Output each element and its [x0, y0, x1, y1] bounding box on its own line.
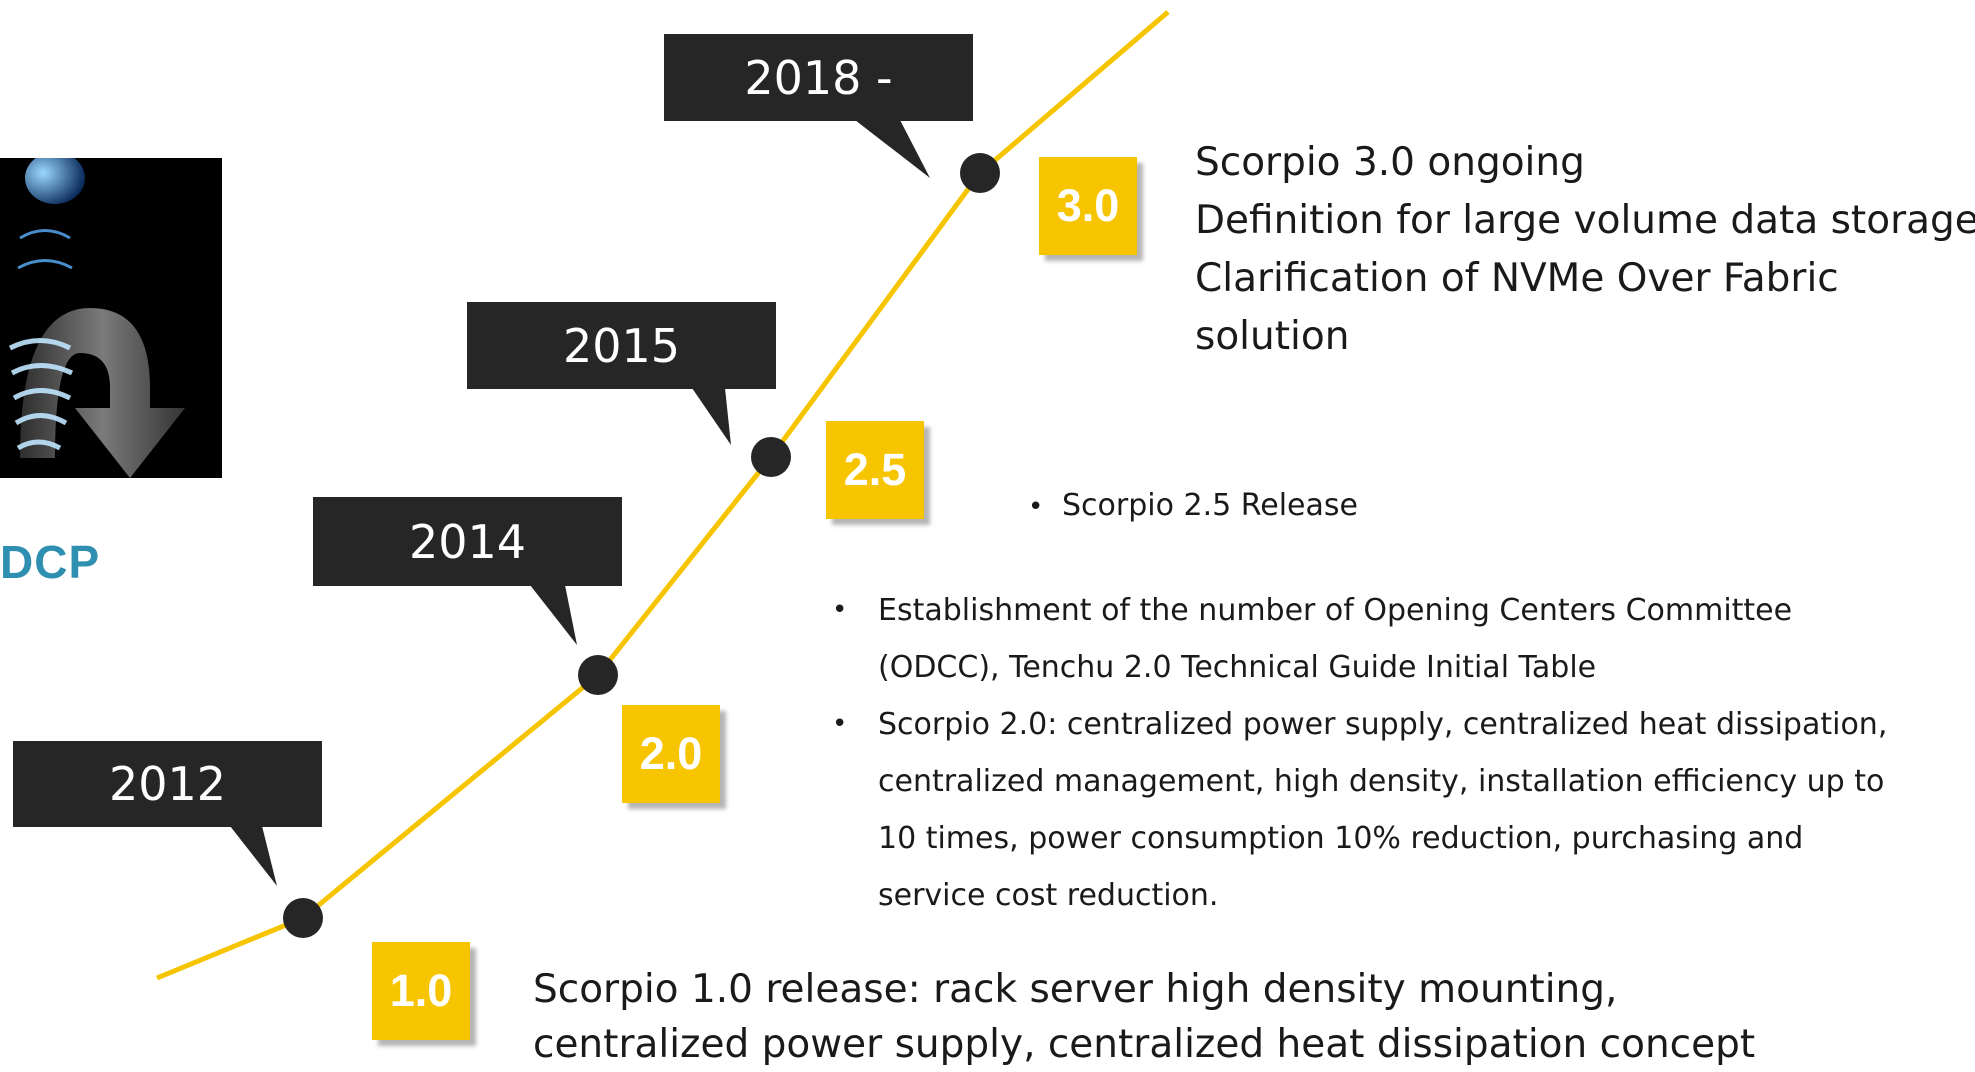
list-item: • Scorpio 2.0: centralized power supply,…	[832, 696, 1912, 924]
milestone-dot-2014	[578, 655, 618, 695]
logo-image	[0, 158, 222, 478]
version-badge-2-5: 2.5	[826, 421, 924, 519]
description-line: Clarification of NVMe Over Fabric	[1195, 256, 1839, 301]
version-badge-1-0: 1.0	[372, 942, 470, 1040]
milestone-dot-2015	[751, 437, 791, 477]
description-2-5: • Scorpio 2.5 Release	[1028, 488, 1358, 523]
bullet: •	[1028, 492, 1044, 522]
version-badge-3-0: 3.0	[1039, 157, 1137, 255]
milestone-dot-2012	[283, 898, 323, 938]
callout-tail-2012	[230, 826, 277, 886]
timeline-path	[156, 10, 1170, 981]
description-line: Scorpio 2.5 Release	[1062, 488, 1358, 523]
year-callout-2012: 2012	[13, 741, 322, 827]
callout-tail-2018	[855, 120, 930, 178]
description-3-0: Scorpio 3.0 ongoing Definition for large…	[1195, 134, 1975, 366]
bullet: •	[832, 595, 848, 625]
description-line: Scorpio 1.0 release: rack server high de…	[533, 967, 1618, 1012]
description-line: Definition for large volume data storage	[1195, 198, 1975, 243]
description-line: centralized power supply, centralized he…	[533, 1022, 1756, 1067]
description-2-0: • Establishment of the number of Opening…	[832, 582, 1912, 924]
list-item-text: Scorpio 2.0: centralized power supply, c…	[878, 707, 1888, 913]
year-callout-2014: 2014	[313, 497, 622, 586]
arrow-logo-icon	[8, 158, 185, 478]
callout-tail-2015	[692, 388, 731, 445]
year-callout-2015: 2015	[467, 302, 776, 389]
year-callout-2018: 2018 -	[664, 34, 973, 121]
version-badge-2-0: 2.0	[622, 705, 720, 803]
logo-label: DCP	[0, 536, 101, 588]
callout-tail-2014	[530, 585, 577, 645]
bullet: •	[832, 709, 848, 739]
description-1-0: Scorpio 1.0 release: rack server high de…	[533, 962, 1755, 1072]
description-line: solution	[1195, 314, 1350, 359]
description-line: Scorpio 3.0 ongoing	[1195, 140, 1585, 185]
milestone-dot-2018	[960, 153, 1000, 193]
list-item-text: Establishment of the number of Opening C…	[878, 593, 1793, 685]
list-item: • Establishment of the number of Opening…	[832, 582, 1912, 696]
